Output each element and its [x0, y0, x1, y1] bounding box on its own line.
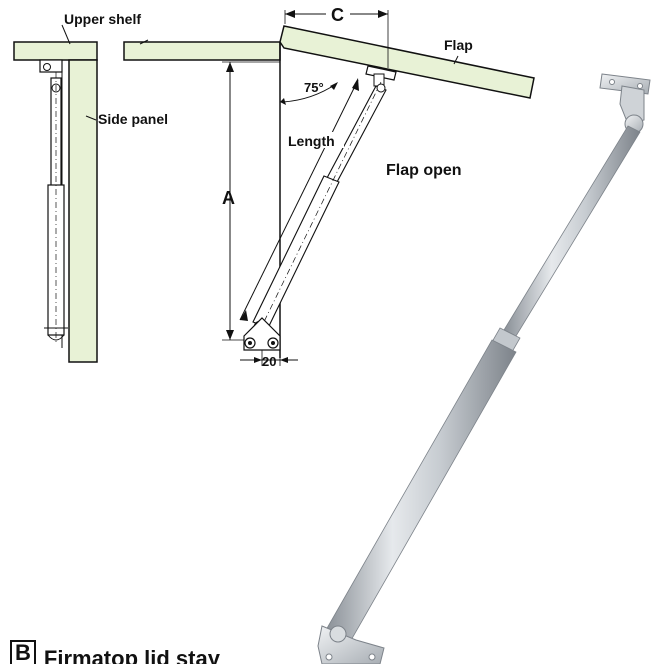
label-dimension-a: A — [222, 188, 235, 208]
dimension-a: A — [222, 61, 280, 341]
label-flap-open: Flap open — [386, 162, 462, 179]
label-flap: Flap — [444, 37, 473, 53]
label-upper-shelf: Upper shelf — [64, 11, 141, 27]
label-dimension-c: C — [331, 5, 344, 25]
label-dimension-20: 20 — [262, 354, 276, 369]
piston-rod — [503, 125, 641, 337]
label-length: Length — [288, 133, 335, 149]
upper-shelf-panel — [13, 41, 98, 61]
label-angle: 75° — [304, 80, 324, 95]
caption-badge: B — [10, 640, 36, 664]
angle-indicator: 75° — [280, 80, 338, 105]
label-side-panel: Side panel — [98, 111, 168, 127]
side-panel — [68, 59, 98, 363]
flap-bracket — [365, 65, 397, 81]
dimension-length: Length — [239, 78, 359, 321]
upper-shelf-right — [123, 41, 281, 61]
gas-cylinder — [325, 339, 517, 643]
flap-panel — [279, 25, 535, 99]
top-bracket — [39, 59, 63, 73]
lower-bracket — [243, 317, 281, 351]
dimension-20: 20 — [240, 350, 298, 369]
stay-open — [252, 81, 387, 333]
lid-stay-product-image — [317, 73, 651, 664]
dimension-c: C — [284, 4, 389, 68]
caption-title: Firmatop lid stay — [43, 646, 220, 664]
open-view: Flap A — [123, 4, 535, 369]
figure-caption: B Firmatop lid stay — [10, 640, 220, 664]
closed-view: Upper shelf Side panel — [13, 11, 168, 363]
